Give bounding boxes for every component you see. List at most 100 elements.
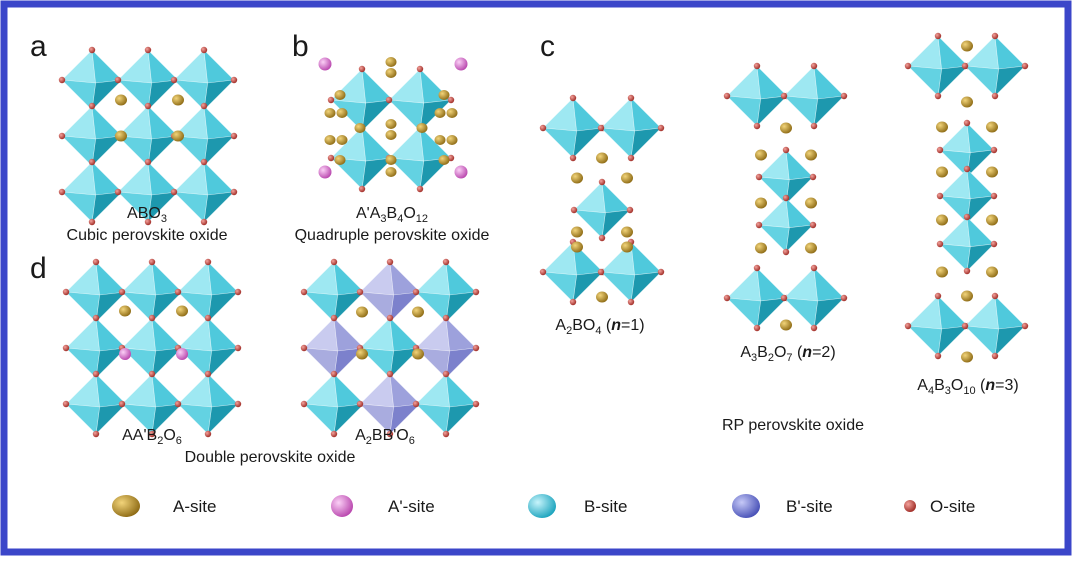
octahedron-face — [415, 261, 450, 296]
oxygen-atom — [626, 206, 634, 214]
oxygen-atom — [230, 132, 238, 140]
octahedron-face — [964, 35, 999, 70]
oxygen-atom — [570, 206, 578, 214]
oxygen-atom — [170, 188, 178, 196]
oxygen-atom — [991, 92, 999, 100]
oxygen-atom — [990, 192, 998, 200]
oxygen-atom — [810, 122, 818, 130]
octahedron-face — [572, 127, 604, 159]
octahedron-face — [994, 295, 1026, 330]
octahedron-face — [445, 373, 477, 408]
crystal-structures — [58, 32, 1029, 438]
a-site-atom — [385, 68, 397, 78]
octahedron-face — [964, 295, 999, 330]
oxygen-atom — [657, 124, 665, 132]
octahedron-face — [445, 261, 477, 296]
octahedron-face — [907, 325, 942, 357]
octahedron-face — [65, 291, 100, 323]
octahedron-face — [445, 403, 477, 435]
octahedron-face — [907, 35, 942, 70]
oxygen-atom — [58, 76, 66, 84]
octahedron-face — [207, 291, 239, 323]
oxygen-atom — [386, 370, 394, 378]
oxygen-atom — [442, 430, 450, 438]
legend: A-site A'-site B-site B'-site O-site — [112, 494, 975, 518]
oxygen-atom — [1021, 322, 1029, 330]
octahedron-face — [173, 161, 208, 196]
octahedron-face — [542, 127, 577, 159]
oxygen-atom — [204, 370, 212, 378]
panel-c-n2-formula: A3B2O7 (n=2) — [740, 344, 835, 364]
octahedron-face — [303, 403, 338, 435]
oxygen-atom — [62, 344, 70, 352]
oxygen-atom — [780, 294, 788, 302]
a-site-atom — [961, 96, 973, 108]
oxygen-atom — [780, 92, 788, 100]
octahedron-face — [415, 317, 450, 352]
octahedron-face — [630, 271, 662, 303]
octahedron-face — [173, 79, 208, 111]
octahedron-face — [207, 261, 239, 296]
panel-c-name: RP perovskite oxide — [722, 417, 864, 434]
oxygen-atom — [472, 344, 480, 352]
oxygen-atom — [755, 221, 763, 229]
oxygen-atom — [990, 240, 998, 248]
legend-a-site-label: A-site — [173, 497, 216, 516]
oxygen-atom — [230, 188, 238, 196]
oxygen-atom — [539, 124, 547, 132]
panel-c-n1-formula: A2BO4 (n=1) — [555, 317, 644, 337]
octahedron-face — [758, 176, 790, 205]
a-site-atom — [336, 135, 348, 145]
oxygen-atom — [753, 122, 761, 130]
octahedron-face — [117, 135, 152, 167]
oxygen-atom — [330, 370, 338, 378]
oxygen-atom — [144, 102, 152, 110]
legend-o-site-swatch — [904, 500, 916, 512]
oxygen-atom — [358, 65, 366, 73]
oxygen-atom — [356, 288, 364, 296]
oxygen-atom — [782, 194, 790, 202]
octahedron-face — [415, 403, 450, 435]
oxygen-atom — [327, 154, 335, 162]
oxygen-atom — [386, 314, 394, 322]
a-prime-site-atom — [318, 165, 332, 179]
octahedron-face — [91, 191, 123, 223]
octahedron-face — [203, 135, 235, 167]
octahedron-face — [359, 347, 394, 379]
octahedron-face — [207, 403, 239, 435]
a-site-atom — [596, 291, 608, 303]
oxygen-atom — [416, 185, 424, 193]
oxygen-atom — [327, 96, 335, 104]
a-site-atom — [805, 197, 817, 209]
octahedron-face — [359, 403, 394, 435]
a-site-atom — [805, 149, 817, 161]
a-site-atom — [986, 266, 998, 278]
a-site-atom — [385, 130, 397, 140]
octahedron-face — [65, 261, 100, 296]
a-site-atom — [621, 226, 633, 238]
oxygen-atom — [114, 76, 122, 84]
oxygen-atom — [300, 288, 308, 296]
oxygen-atom — [442, 314, 450, 322]
oxygen-atom — [447, 96, 455, 104]
a-site-atom — [324, 135, 336, 145]
octahedron-face — [330, 157, 367, 190]
oxygen-atom — [200, 46, 208, 54]
oxygen-atom — [330, 314, 338, 322]
oxygen-atom — [963, 119, 971, 127]
oxygen-atom — [627, 94, 635, 102]
a-site-atom — [334, 90, 346, 100]
oxygen-atom — [174, 400, 182, 408]
octahedron-face — [359, 317, 394, 352]
octahedron-face — [61, 79, 96, 111]
legend-a-prime-site-label: A'-site — [388, 497, 435, 516]
octahedron-face — [573, 181, 606, 214]
oxygen-atom — [472, 400, 480, 408]
octahedron-face — [783, 267, 818, 302]
octahedron-face — [415, 373, 450, 408]
a-prime-site-atom — [176, 348, 188, 360]
a-site-atom — [385, 167, 397, 177]
oxygen-atom — [990, 146, 998, 154]
a-site-atom — [385, 57, 397, 67]
